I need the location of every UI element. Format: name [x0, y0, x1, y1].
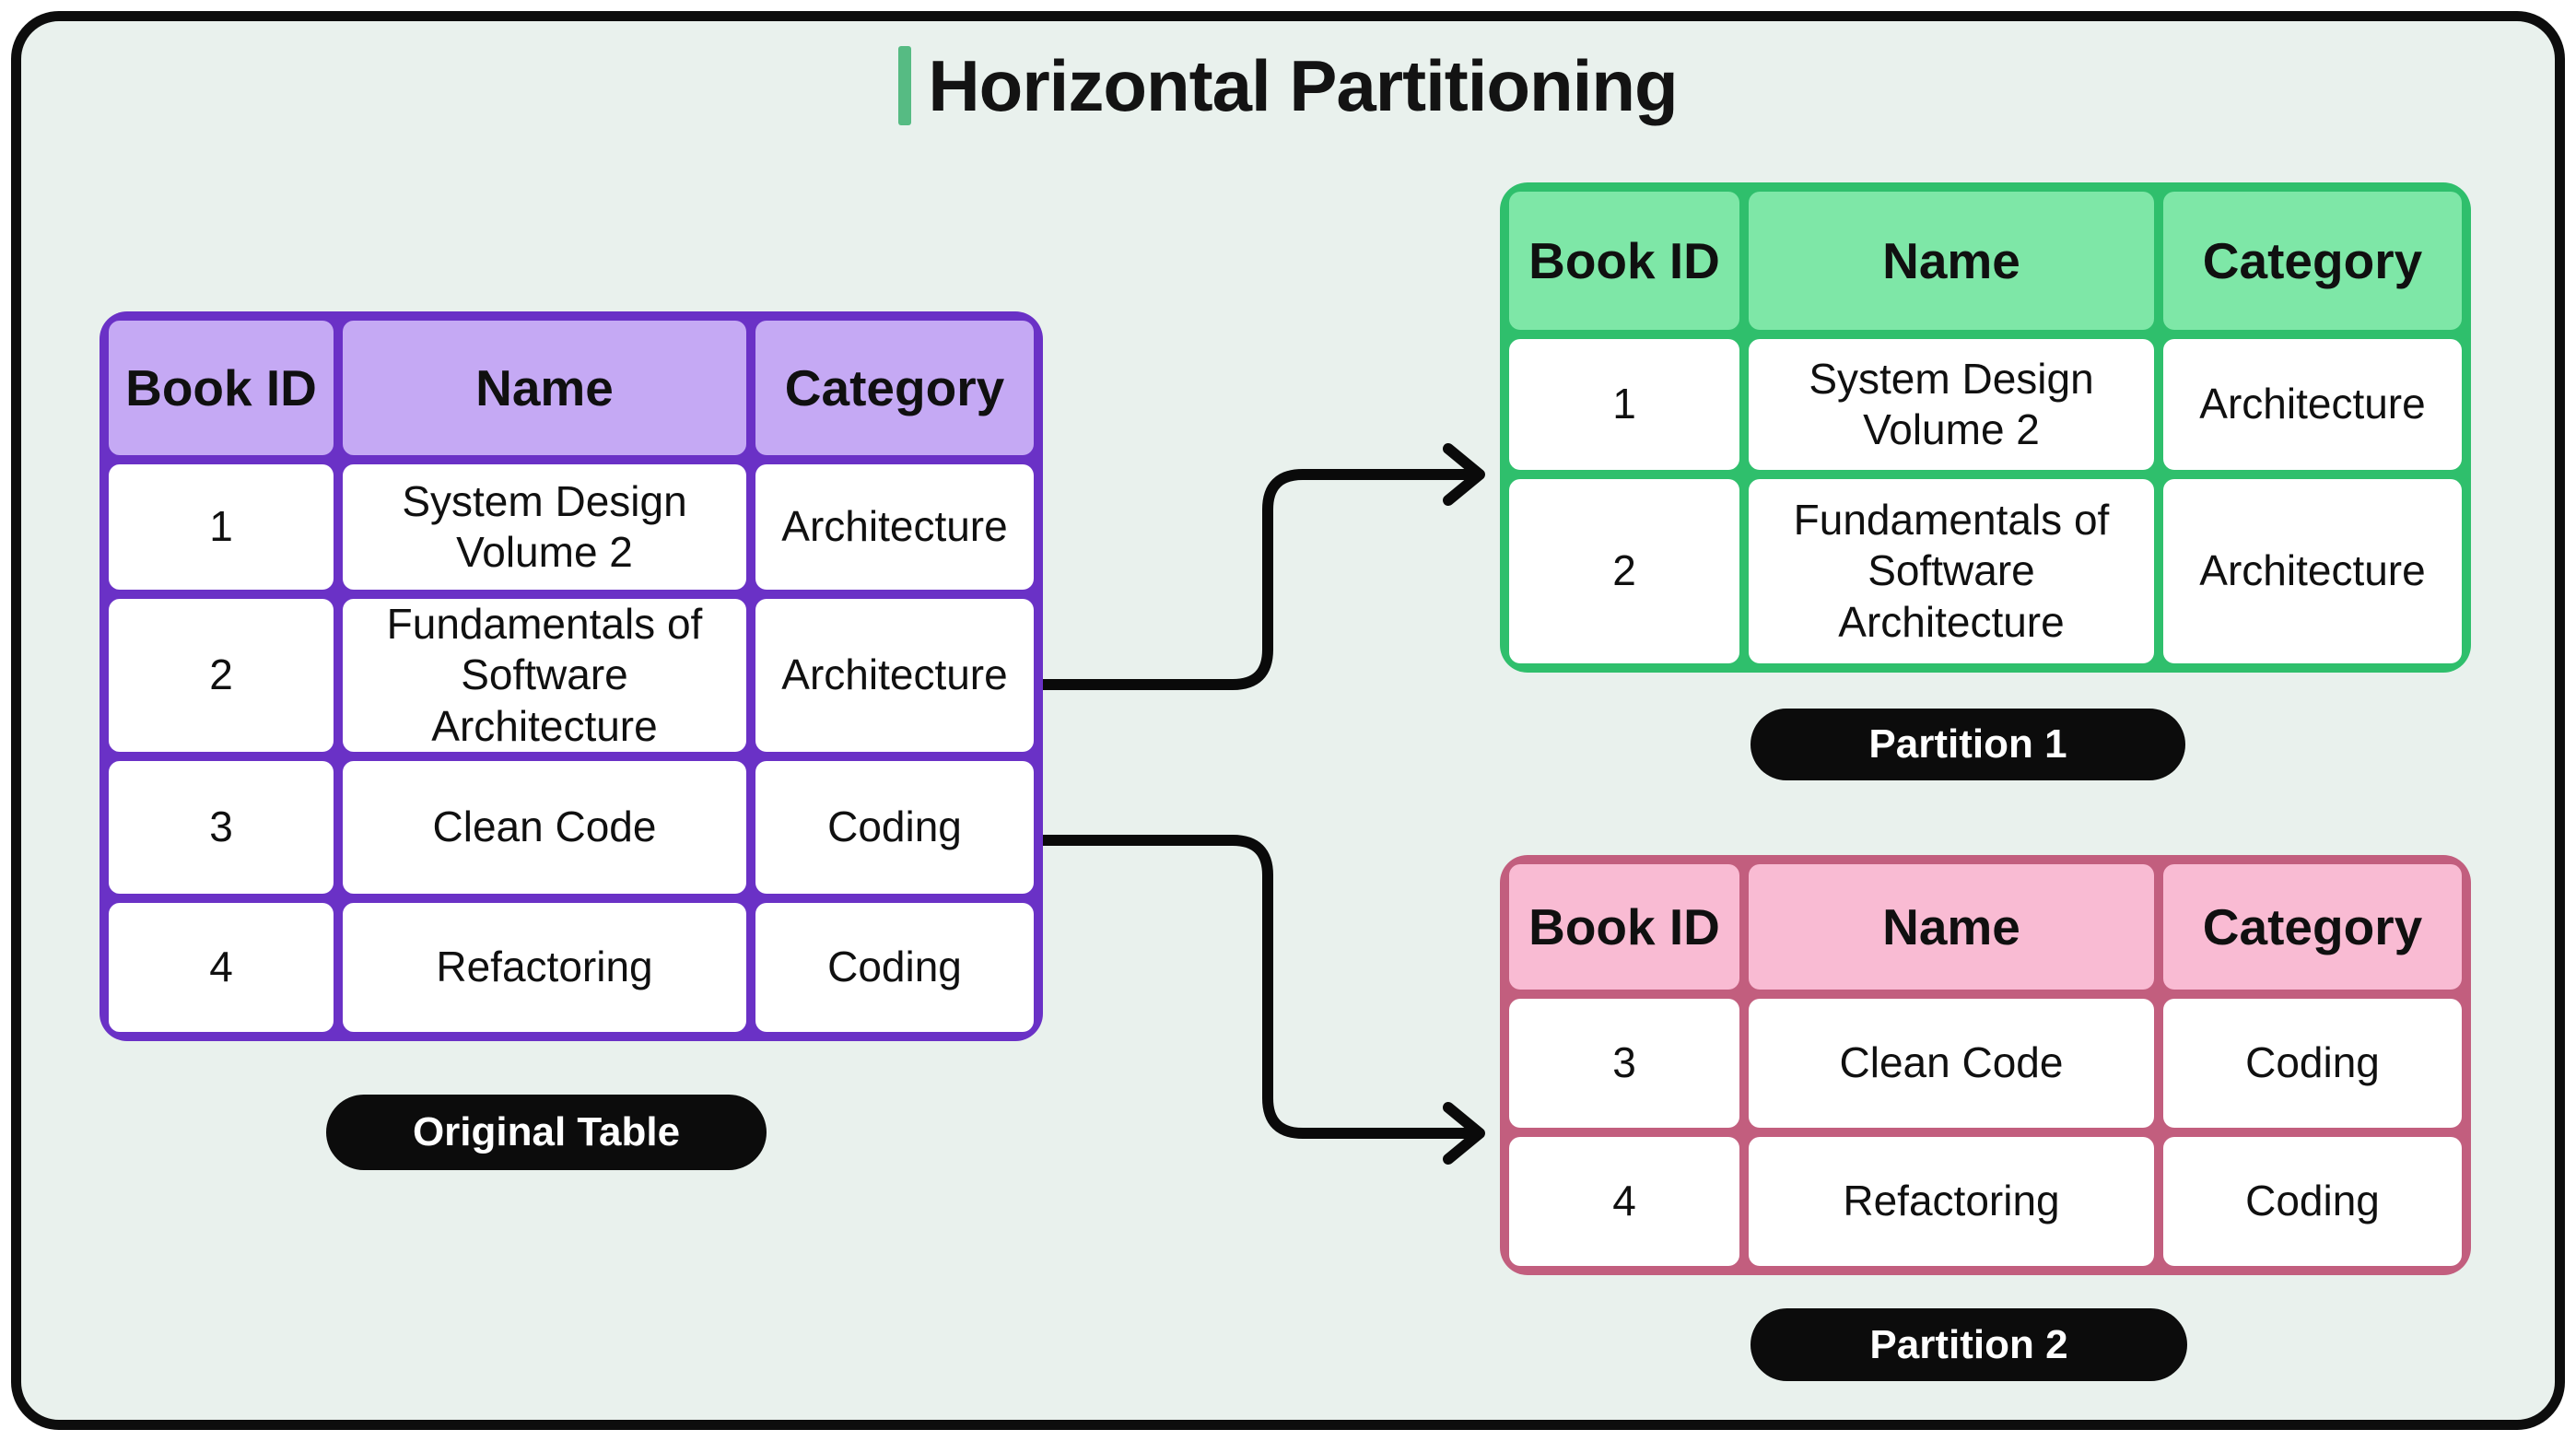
table-cell: 3: [1509, 999, 1739, 1128]
page-title: Horizontal Partitioning: [928, 45, 1678, 126]
table-cell: Fundamentals of Software Architecture: [343, 599, 746, 752]
title: Horizontal Partitioning: [0, 41, 2576, 130]
table-cell: Coding: [755, 903, 1034, 1032]
table-cell: 4: [109, 903, 334, 1032]
table-cell: Clean Code: [1749, 999, 2154, 1128]
header-cell: Book ID: [1509, 864, 1739, 990]
table-cell: Coding: [2163, 999, 2462, 1128]
table-cell: 2: [1509, 479, 1739, 663]
header-cell: Book ID: [109, 321, 334, 455]
original-table-label-pill: Original Table: [326, 1095, 767, 1170]
header-cell: Name: [1749, 192, 2154, 330]
table-cell: Architecture: [755, 599, 1034, 752]
table-cell: Coding: [755, 761, 1034, 894]
header-cell: Category: [2163, 192, 2462, 330]
table-cell: System Design Volume 2: [1749, 339, 2154, 470]
table-cell: 3: [109, 761, 334, 894]
partition2-label: Partition 2: [1869, 1321, 2068, 1367]
header-cell: Category: [755, 321, 1034, 455]
table-cell: Clean Code: [343, 761, 746, 894]
table-cell: Architecture: [2163, 339, 2462, 470]
table-cell: Coding: [2163, 1137, 2462, 1266]
table-cell: Architecture: [2163, 479, 2462, 663]
table-cell: 4: [1509, 1137, 1739, 1266]
header-cell: Name: [1749, 864, 2154, 990]
partition2-label-pill: Partition 2: [1751, 1308, 2187, 1381]
header-cell: Name: [343, 321, 746, 455]
partition1-label-pill: Partition 1: [1751, 709, 2185, 780]
partition2-table: Book ID Name Category 3 Clean Code Codin…: [1500, 855, 2471, 1275]
header-cell: Book ID: [1509, 192, 1739, 330]
table-cell: 2: [109, 599, 334, 752]
table-cell: Architecture: [755, 464, 1034, 590]
partition1-table: Book ID Name Category 1 System Design Vo…: [1500, 182, 2471, 673]
table-cell: 1: [1509, 339, 1739, 470]
table-cell: System Design Volume 2: [343, 464, 746, 590]
partition1-label: Partition 1: [1868, 721, 2067, 767]
table-cell: 1: [109, 464, 334, 590]
title-accent-bar: [898, 46, 912, 125]
table-cell: Refactoring: [343, 903, 746, 1032]
original-table-label: Original Table: [412, 1109, 681, 1154]
table-cell: Fundamentals of Software Architecture: [1749, 479, 2154, 663]
table-cell: Refactoring: [1749, 1137, 2154, 1266]
original-table: Book ID Name Category 1 System Design Vo…: [100, 311, 1043, 1041]
header-cell: Category: [2163, 864, 2462, 990]
